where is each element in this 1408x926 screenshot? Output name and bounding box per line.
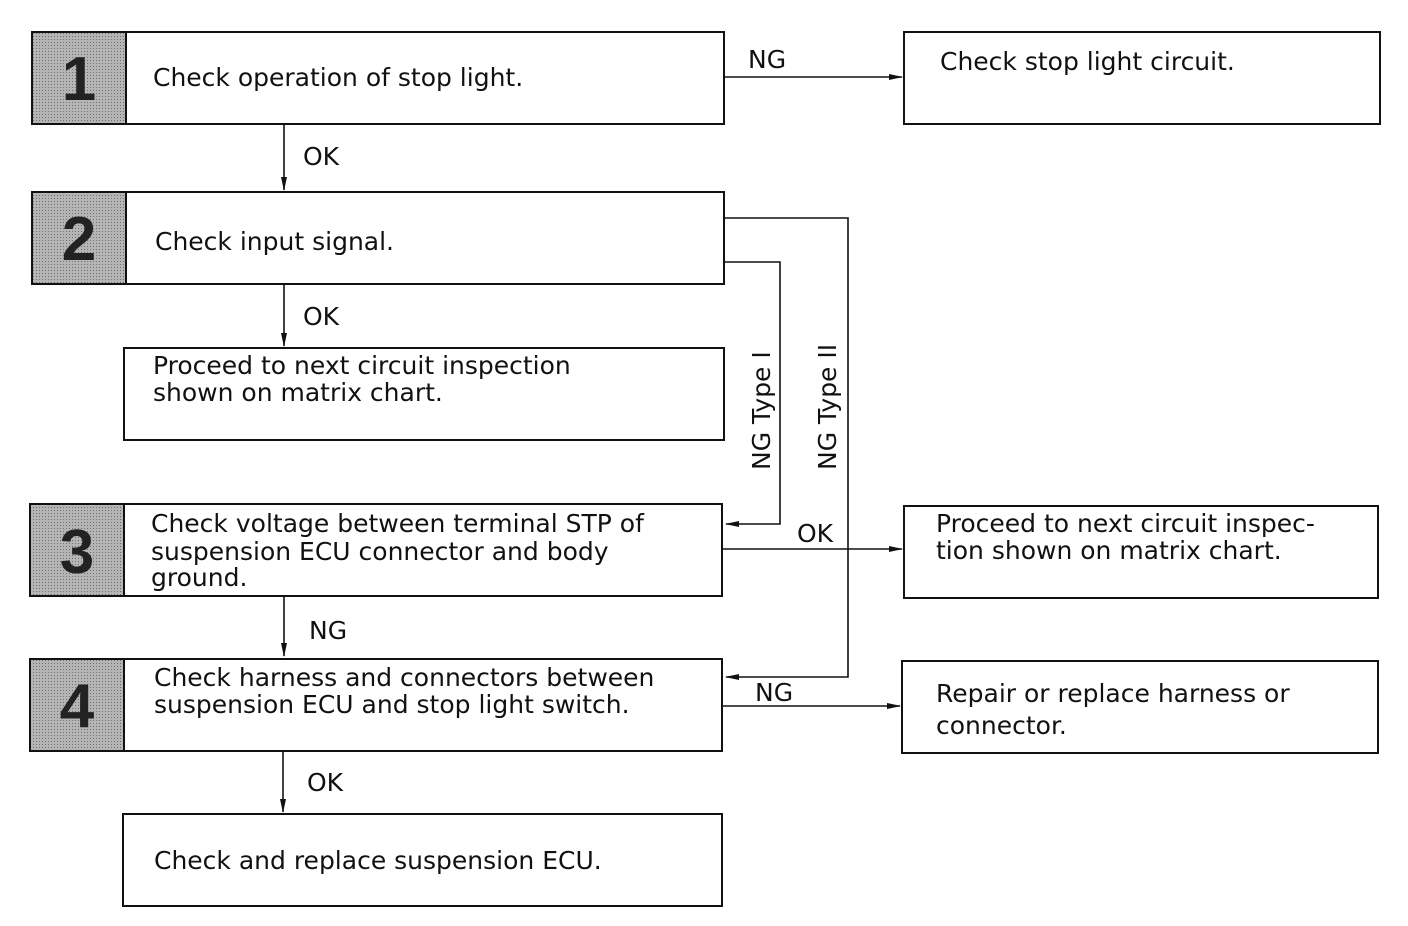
result-next-inspection-2-line-2: tion shown on matrix chart. (936, 536, 1282, 565)
result-next-inspection-2-line-1: Proceed to next circuit inspec- (936, 509, 1315, 538)
result-next-inspection-1-box (123, 347, 725, 441)
result-replace-ecu-text: Check and replace suspension ECU. (154, 846, 602, 875)
step-3-line-3: ground. (151, 563, 247, 592)
step-1-number-cell (31, 31, 127, 125)
result-repair-harness: Repair or replace harness or connector. (901, 660, 1379, 754)
s2-ng-type1-label: NG Type I (747, 351, 776, 470)
result-replace-ecu-box (122, 813, 723, 907)
result-replace-ecu: Check and replace suspension ECU. (122, 813, 723, 907)
s1-ok-label: OK (303, 142, 340, 171)
s1-ng-label: NG (748, 45, 786, 74)
result-stop-light-circuit-text: Check stop light circuit. (940, 47, 1235, 76)
result-next-inspection-2-box (903, 505, 1379, 599)
s3-ng-label: NG (309, 616, 347, 645)
s2-ng-type2-wire (724, 217, 849, 680)
step-2-number-cell (31, 191, 127, 285)
step-1-number: 1 (62, 45, 96, 114)
s2-ng-type1-wire (724, 261, 781, 527)
result-repair-harness-line-2: connector. (936, 711, 1067, 740)
result-stop-light-circuit: Check stop light circuit. (903, 31, 1381, 125)
step-2: 2 Check input signal. (31, 191, 725, 285)
step-4-number: 4 (60, 672, 95, 741)
result-next-inspection-1-line-1: Proceed to next circuit inspection (153, 351, 571, 380)
result-repair-harness-box (901, 660, 1379, 754)
result-repair-harness-line-1: Repair or replace harness or (936, 679, 1290, 708)
step-3-line-1: Check voltage between terminal STP of (151, 509, 645, 538)
result-stop-light-circuit-box (903, 31, 1381, 125)
step-1-text: Check operation of stop light. (153, 63, 523, 92)
step-4-number-cell (29, 658, 125, 752)
s2-ok-label: OK (303, 302, 340, 331)
step-2-number: 2 (62, 205, 96, 274)
s4-ng-label: NG (755, 678, 793, 707)
step-4-line-1: Check harness and connectors between (154, 663, 654, 692)
s4-ok-label: OK (307, 768, 344, 797)
step-1-box (31, 31, 725, 125)
s2-ng-type2-label: NG Type II (813, 344, 842, 470)
step-2-text: Check input signal. (155, 227, 394, 256)
result-next-inspection-2: Proceed to next circuit inspec- tion sho… (903, 505, 1379, 599)
step-3-line-2: suspension ECU connector and body (151, 537, 609, 566)
result-next-inspection-1: Proceed to next circuit inspection shown… (123, 347, 725, 441)
step-3-number: 3 (60, 518, 94, 587)
step-3-number-cell (29, 503, 125, 597)
step-1: 1 Check operation of stop light. (31, 31, 725, 125)
step-3: 3 Check voltage between terminal STP of … (29, 503, 723, 597)
result-next-inspection-1-line-2: shown on matrix chart. (153, 378, 443, 407)
step-4-line-2: suspension ECU and stop light switch. (154, 690, 630, 719)
step-4: 4 Check harness and connectors between s… (29, 658, 723, 752)
step-3-box (29, 503, 723, 597)
s3-ok-label: OK (797, 519, 834, 548)
